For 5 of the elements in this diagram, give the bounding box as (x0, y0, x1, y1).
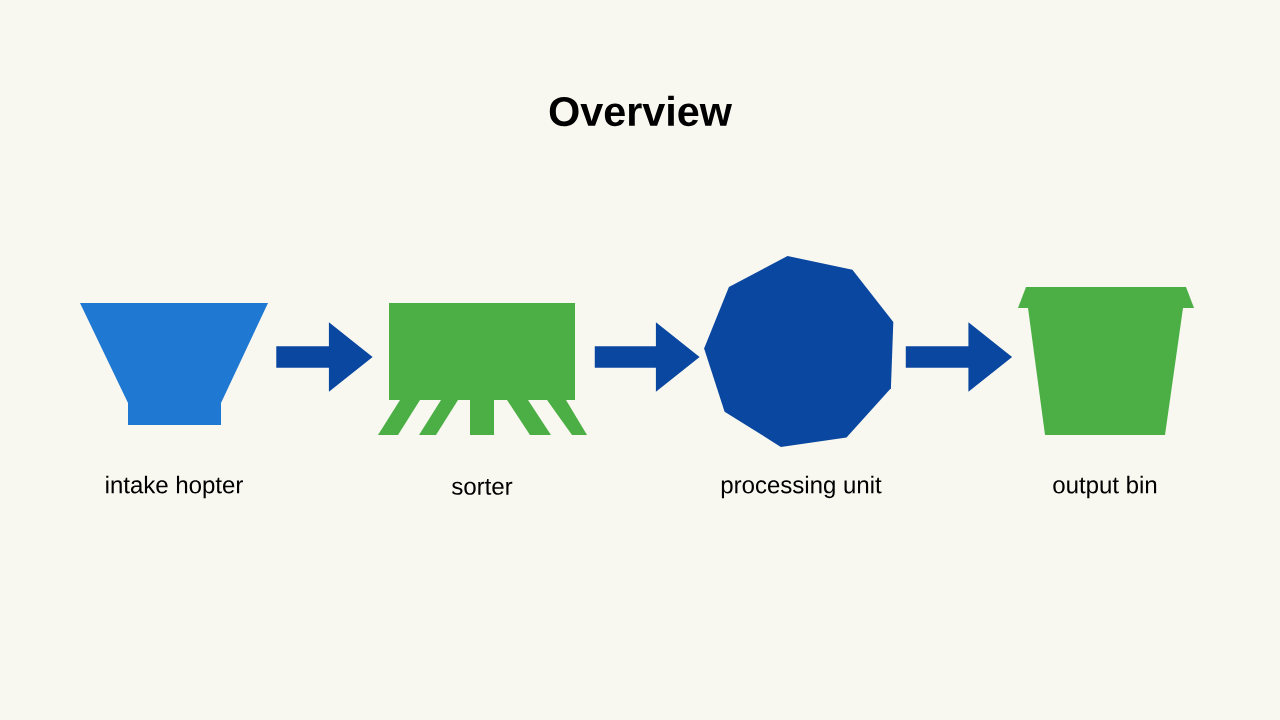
shape-label: sorter (452, 479, 513, 495)
shape-label: processing unit (721, 475, 882, 499)
shape-label: intake hopter (106, 475, 243, 499)
title: Overview (549, 95, 732, 127)
shape-label: output bin (1053, 475, 1157, 499)
